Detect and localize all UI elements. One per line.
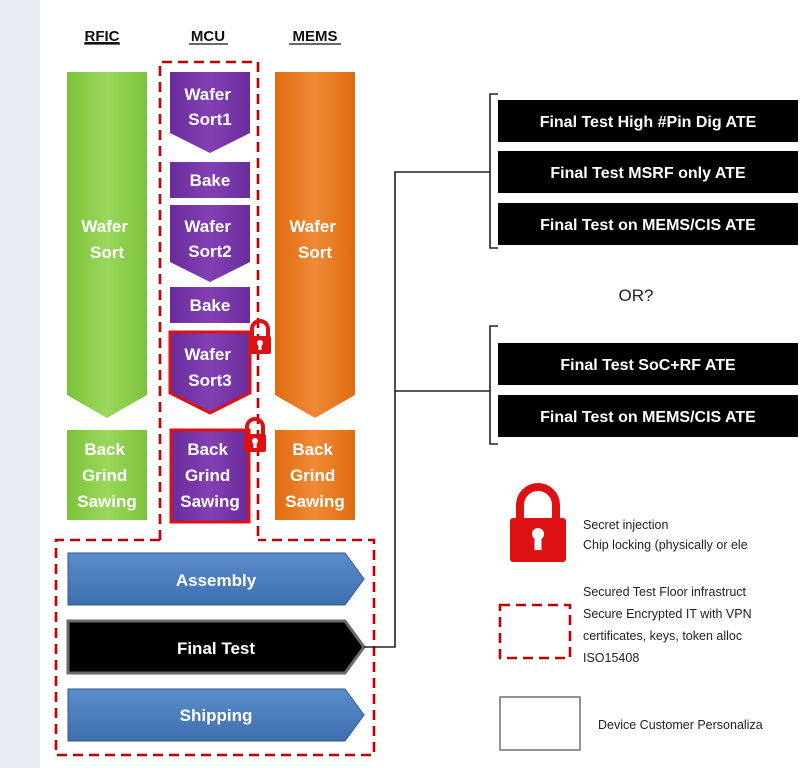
ate-group1-bracket xyxy=(489,93,498,249)
legend-dashed-line-1: Secured Test Floor infrastruct xyxy=(583,585,747,599)
rfic-wafer-sort-label-1: Wafer xyxy=(81,217,128,236)
mems-back-label-3: Sawing xyxy=(285,492,345,511)
mcu-bake1-label: Bake xyxy=(190,171,231,190)
column-heading-rfic: RFIC xyxy=(85,28,120,45)
mems-back-label-2: Grind xyxy=(290,466,335,485)
column-heading-mcu: MCU xyxy=(191,28,225,45)
connector-lines xyxy=(364,171,490,648)
mcu-back-label-2: Grind xyxy=(185,466,230,485)
rfic-wafer-sort-chevron xyxy=(67,72,147,418)
ate-option-soc-rf xyxy=(498,343,798,385)
assembly-arrow xyxy=(67,552,365,606)
mcu-bake2-label: Bake xyxy=(190,296,231,315)
ate-option-msrf xyxy=(498,151,798,193)
svg-text:Wafer Sort1: Wafer Sort1 xyxy=(184,85,235,129)
flow-secure-boundary xyxy=(54,538,376,757)
mems-back-label-1: Back xyxy=(292,440,333,459)
ate-group2-bracket xyxy=(489,325,498,445)
mcu-wafer-sort1-chevron xyxy=(170,72,250,153)
assembly-label: Assembly xyxy=(176,571,257,590)
svg-text:Secured Test Floor infrastruct: Secured Test Floor infrastruct Secure En… xyxy=(583,585,755,665)
rfic-back-label-1: Back xyxy=(84,440,125,459)
or-text: OR? xyxy=(619,286,654,305)
legend-dashed-line-2: Secure Encrypted IT with VPN xyxy=(583,607,752,621)
ate-option-msrf-label: Final Test MSRF only ATE xyxy=(550,165,746,182)
final-test-arrow xyxy=(66,619,366,675)
legend-padlock-icon xyxy=(510,483,566,562)
mcu-wafer-sort3-chevron xyxy=(168,330,252,415)
legend-dashed-line-3: certificates, keys, token alloc xyxy=(583,629,742,643)
rfic-wafer-sort-label-2: Sort xyxy=(90,243,124,262)
ate-option-mems-cis-1-label: Final Test on MEMS/CIS ATE xyxy=(540,217,756,234)
svg-text:Wafer Sort: Wafer Sort xyxy=(81,217,132,262)
mcu-wafer-sort1-label-2: Sort1 xyxy=(188,110,231,129)
mcu-back-grind-box xyxy=(169,428,251,524)
svg-text:Back Grind Sawing: Back Grind Sawing xyxy=(180,440,240,511)
final-test-label: Final Test xyxy=(177,639,255,658)
svg-text:Back Grind Sawing: Back Grind Sawing xyxy=(285,440,345,511)
mcu-back-label-3: Sawing xyxy=(180,492,240,511)
svg-text:Wafer Sort3: Wafer Sort3 xyxy=(184,345,235,390)
mcu-wafer-sort3-label-2: Sort3 xyxy=(188,371,231,390)
ate-option-soc-rf-label: Final Test SoC+RF ATE xyxy=(560,357,736,374)
mcu-bake2-box xyxy=(170,287,250,323)
ate-option-high-pin-label: Final Test High #Pin Dig ATE xyxy=(540,114,757,131)
ate-option-mems-cis-2-label: Final Test on MEMS/CIS ATE xyxy=(540,409,756,426)
legend-lock-line-2: Chip locking (physically or ele xyxy=(583,538,748,552)
svg-text:Wafer Sort2: Wafer Sort2 xyxy=(184,217,235,261)
mems-wafer-sort-label-1: Wafer xyxy=(289,217,336,236)
svg-text:Back Grind Sawing: Back Grind Sawing xyxy=(77,440,137,511)
mems-back-grind-box xyxy=(275,430,355,520)
mcu-wafer-sort2-chevron xyxy=(170,205,250,282)
ate-option-mems-cis-2 xyxy=(498,395,798,437)
legend-plain-box xyxy=(499,696,581,751)
mcu-wafer-sort2-label-1: Wafer xyxy=(184,217,231,236)
rfic-back-grind-box xyxy=(67,430,147,520)
mems-wafer-sort-chevron xyxy=(275,72,355,418)
mcu-wafer-sort2-label-2: Sort2 xyxy=(188,242,231,261)
svg-text:Secret injection Chip lock: Secret injection Chip locking (physicall… xyxy=(583,518,748,552)
svg-text:Wafer Sort: Wafer Sort xyxy=(289,217,340,262)
mcu-back-label-1: Back xyxy=(187,440,228,459)
legend-dashed-box xyxy=(498,603,572,660)
mcu-bake1-box xyxy=(170,162,250,198)
mcu-wafer-sort1-label-1: Wafer xyxy=(184,85,231,104)
mcu-wafer-sort3-label-1: Wafer xyxy=(184,345,231,364)
ate-option-high-pin xyxy=(498,100,798,142)
page-margin-strip xyxy=(0,0,40,768)
rfic-back-label-3: Sawing xyxy=(77,492,137,511)
padlock-icon xyxy=(242,417,268,454)
legend-dashed-line-4: ISO15408 xyxy=(583,651,639,665)
rfic-back-label-2: Grind xyxy=(82,466,127,485)
shipping-arrow xyxy=(67,688,365,742)
padlock-icon xyxy=(247,319,273,356)
legend-lock-line-1: Secret injection xyxy=(583,518,669,532)
legend-plain-line: Device Customer Personaliza xyxy=(598,718,763,732)
mems-wafer-sort-label-2: Sort xyxy=(298,243,332,262)
ate-option-mems-cis-1 xyxy=(498,203,798,245)
column-heading-mems: MEMS xyxy=(293,28,338,45)
shipping-label: Shipping xyxy=(180,706,253,725)
